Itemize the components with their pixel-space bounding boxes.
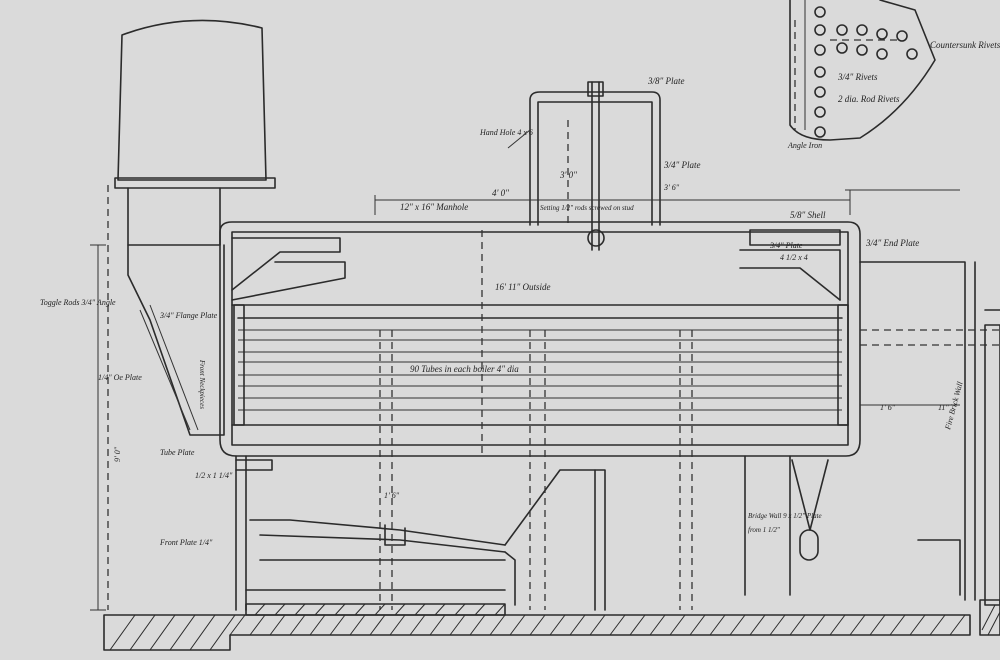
end-plate-label: 3/4" End Plate — [865, 238, 919, 248]
smoke-box-plate-label: 1/4" Oe Plate — [98, 373, 142, 382]
bolt-note: 1/2 x 1 1/4" — [195, 471, 233, 480]
front-tube-label: Front Neckpieces — [198, 359, 206, 409]
furnace: Front Plate 1/4" 1/2 x 1 1/4" Tube Plate… — [113, 330, 829, 611]
right-dim-b: 11" — [938, 403, 949, 412]
foundation-hatching — [109, 603, 1000, 651]
rivet-holes — [814, 6, 918, 138]
shell-label: 5/8" Shell — [790, 210, 826, 220]
chimney: Toggle Rods 3/4" Angle 1/4" Oe Plate 3/4… — [40, 19, 276, 610]
dome-plate-top-label: 3/8" Plate — [647, 76, 685, 86]
manhole-label: 12" x 16" Manhole — [400, 202, 468, 212]
right-dim-a: 1' 6" — [880, 403, 896, 412]
hand-hole-label: Hand Hole 4 x 6 — [479, 128, 533, 137]
dome-width-label: 4' 0" — [492, 188, 509, 198]
detail-note-rod-rivets: 2 dia. Rod Rivets — [838, 94, 900, 104]
dome-plate-side-label: 3/4" Plate — [663, 160, 701, 170]
tube-bank — [231, 304, 849, 426]
rivet-detail: Countersunk Rivets 3/4" Rivets 2 dia. Ro… — [787, 0, 1000, 150]
top-dimensions: 12" x 16" Manhole 4' 0" — [374, 188, 960, 215]
grate-note: from 1 1/2" — [748, 526, 780, 534]
boiler-shell: 16' 11" Outside 90 Tubes in each boiler … — [198, 210, 919, 457]
dome-inner-width: 3' 0" — [559, 170, 577, 180]
angle-right-label: 4 1/2 x 4 — [780, 253, 808, 262]
bridge-note: Bridge Wall 9 x 1/2" Plate — [748, 512, 822, 520]
detail-note-rivets: 3/4" Rivets — [837, 72, 878, 82]
left-dimensions — [90, 244, 106, 611]
foundation — [103, 599, 1000, 651]
dome-height-label: 3' 6" — [663, 183, 680, 192]
dome-bolt-note: Setting 1/2" rods screwed on stud — [540, 204, 634, 212]
uptake-plate-label: Toggle Rods 3/4" Angle — [40, 298, 116, 307]
detail-note-angle: Angle Iron — [787, 141, 822, 150]
outside-width-label: 16' 11" Outside — [495, 282, 551, 292]
front-plate-label: Front Plate 1/4" — [159, 538, 213, 547]
grate-height-label: 1' 6" — [384, 491, 400, 500]
flange-plate-label: 3/4" Flange Plate — [159, 311, 218, 320]
tube-plate-left-label: Tube Plate — [160, 448, 195, 457]
steam-dome: 3/8" Plate 3/4" Plate 3' 0" Hand Hole 4 … — [479, 76, 701, 251]
detail-note-countersunk: Countersunk Rivets — [930, 40, 1000, 50]
plate-right-label: 3/4" Plate — [769, 241, 803, 250]
overall-height-label: 9' 0" — [113, 446, 122, 462]
tubes-note: 90 Tubes in each boiler 4" dia — [410, 364, 519, 374]
